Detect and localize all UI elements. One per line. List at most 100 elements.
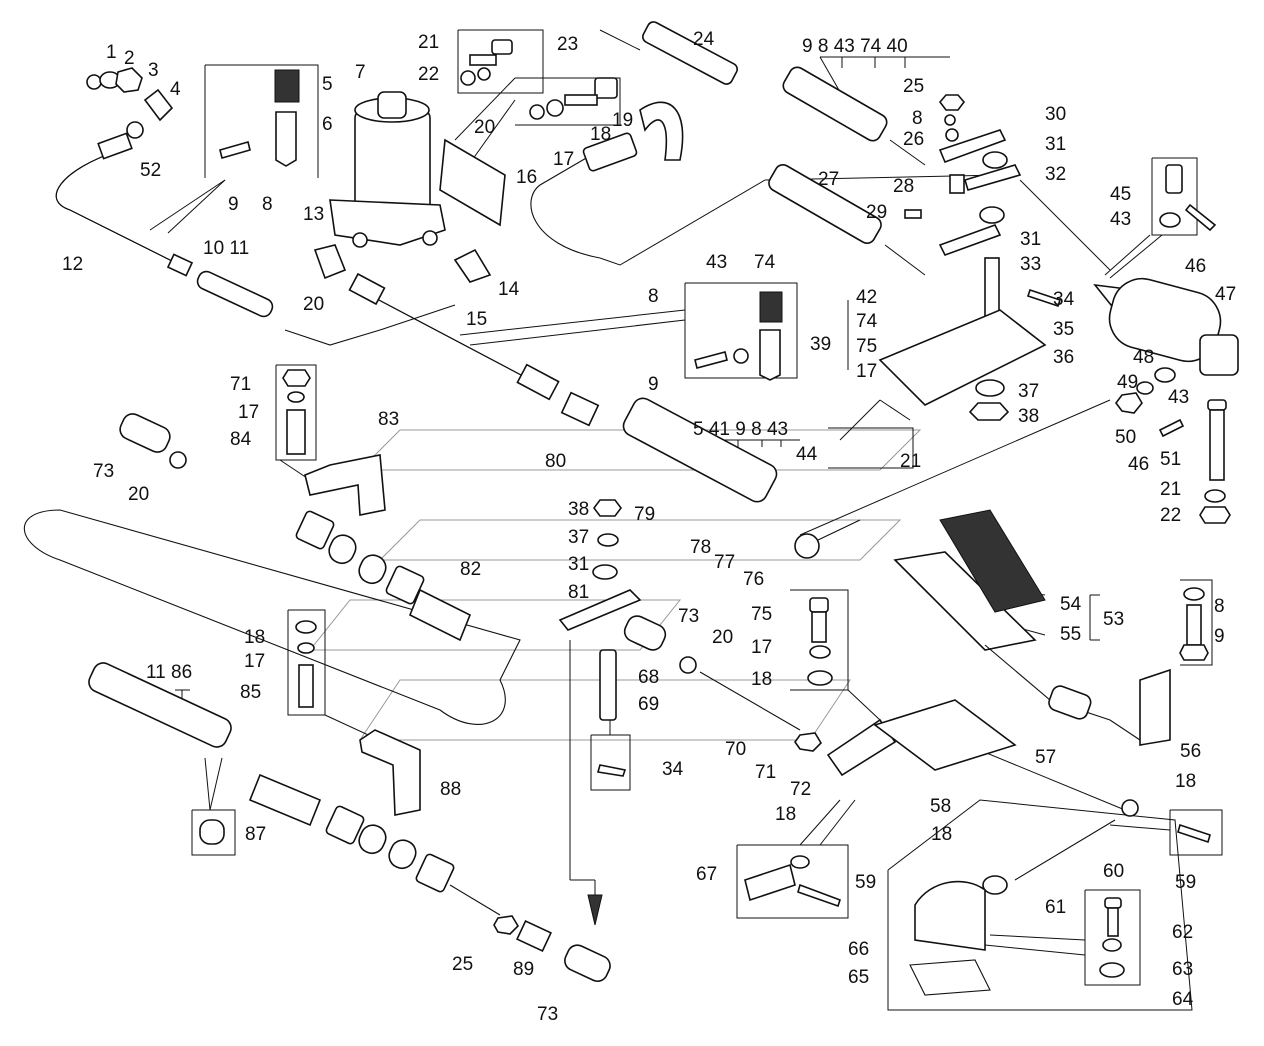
callout-label: 30 bbox=[1045, 104, 1066, 125]
callout-label: 27 bbox=[818, 169, 839, 190]
callout-label: 36 bbox=[1053, 347, 1074, 368]
callout-label: 83 bbox=[378, 409, 399, 430]
callout-label: 43 bbox=[1168, 387, 1189, 408]
callout-label: 74 bbox=[856, 311, 878, 332]
callout-label: 46 bbox=[1128, 454, 1149, 475]
callout-label: 73 bbox=[93, 461, 114, 482]
callout-label: 5 bbox=[322, 74, 333, 95]
callout-label: 43 bbox=[1110, 209, 1131, 230]
callout-label: 44 bbox=[796, 444, 818, 465]
callout-label: 19 bbox=[612, 110, 633, 131]
callout-label: 15 bbox=[466, 309, 487, 330]
callout-label: 13 bbox=[303, 204, 324, 225]
callout-label: 16 bbox=[516, 167, 537, 188]
callout-label: 10 11 bbox=[203, 238, 249, 259]
callout-label: 4 bbox=[170, 79, 181, 100]
callout-label: 8 bbox=[648, 286, 659, 307]
callout-label: 18 bbox=[244, 627, 265, 648]
callout-label: 73 bbox=[678, 606, 699, 627]
callout-label: 33 bbox=[1020, 254, 1041, 275]
callout-label: 23 bbox=[557, 34, 578, 55]
callout-labels: 1 2 3 4 5 6 7 8 9 52 12 10 11 13 14 15 1… bbox=[62, 29, 1236, 1025]
callout-label: 56 bbox=[1180, 741, 1201, 762]
callout-label: 84 bbox=[230, 429, 252, 450]
callout-label: 75 bbox=[856, 336, 877, 357]
callout-label: 52 bbox=[140, 160, 161, 181]
callout-label: 88 bbox=[440, 779, 461, 800]
callout-label: 9 bbox=[228, 194, 239, 215]
callout-label: 72 bbox=[790, 779, 811, 800]
callout-label: 77 bbox=[714, 552, 735, 573]
callout-label: 20 bbox=[128, 484, 149, 505]
callout-label: 46 bbox=[1185, 256, 1206, 277]
callout-label: 82 bbox=[460, 559, 481, 580]
callout-label: 25 bbox=[903, 76, 924, 97]
callout-label: 55 bbox=[1060, 624, 1081, 645]
callout-label: 18 bbox=[1175, 771, 1196, 792]
callout-label: 59 bbox=[1175, 872, 1196, 893]
callout-label: 29 bbox=[866, 202, 887, 223]
callout-label: 17 bbox=[244, 651, 265, 672]
callout-label: 28 bbox=[893, 176, 914, 197]
callout-label: 49 bbox=[1117, 372, 1138, 393]
callout-label: 87 bbox=[245, 824, 266, 845]
callout-label: 20 bbox=[303, 294, 324, 315]
callout-label: 42 bbox=[856, 287, 877, 308]
callout-label: 71 bbox=[230, 374, 251, 395]
callout-label: 48 bbox=[1133, 347, 1154, 368]
callout-label: 47 bbox=[1215, 284, 1236, 305]
callout-label: 68 bbox=[638, 667, 659, 688]
part-shapes bbox=[23, 21, 1239, 996]
callout-label: 26 bbox=[903, 129, 924, 150]
callout-label: 17 bbox=[238, 402, 259, 423]
callout-label: 38 bbox=[1018, 406, 1039, 427]
callout-label: 63 bbox=[1172, 959, 1193, 980]
callout-label: 78 bbox=[690, 537, 711, 558]
callout-label: 1 bbox=[106, 42, 117, 63]
callout-label: 69 bbox=[638, 694, 659, 715]
callout-label: 50 bbox=[1115, 427, 1136, 448]
callout-label: 20 bbox=[712, 627, 733, 648]
callout-label: 31 bbox=[1045, 134, 1066, 155]
callout-label: 31 bbox=[1020, 229, 1041, 250]
callout-label: 67 bbox=[696, 864, 717, 885]
callout-label: 43 bbox=[706, 252, 727, 273]
callout-label: 66 bbox=[848, 939, 869, 960]
callout-label: 51 bbox=[1160, 449, 1181, 470]
callout-label: 81 bbox=[568, 582, 589, 603]
callout-label: 22 bbox=[418, 64, 439, 85]
callout-label: 59 bbox=[855, 872, 876, 893]
callout-label: 8 bbox=[1214, 596, 1225, 617]
callout-label: 75 bbox=[751, 604, 772, 625]
callout-label: 24 bbox=[693, 29, 715, 50]
callout-label: 76 bbox=[743, 569, 764, 590]
callout-label: 9 8 43 74 40 bbox=[802, 36, 908, 57]
callout-label: 34 bbox=[662, 759, 684, 780]
callout-label: 11 86 bbox=[146, 662, 192, 683]
callout-label: 14 bbox=[498, 279, 520, 300]
callout-label: 32 bbox=[1045, 164, 1066, 185]
callout-label: 18 bbox=[751, 669, 772, 690]
callout-label: 25 bbox=[452, 954, 473, 975]
callout-label: 38 bbox=[568, 499, 589, 520]
callout-label: 9 bbox=[1214, 626, 1225, 647]
callout-label: 37 bbox=[568, 527, 589, 548]
callout-label: 65 bbox=[848, 967, 869, 988]
callout-label: 22 bbox=[1160, 505, 1181, 526]
callout-label: 53 bbox=[1103, 609, 1124, 630]
callout-label: 17 bbox=[553, 149, 574, 170]
callout-label: 61 bbox=[1045, 897, 1066, 918]
callout-label: 34 bbox=[1053, 289, 1075, 310]
callout-label: 20 bbox=[474, 117, 495, 138]
callout-label: 64 bbox=[1172, 989, 1194, 1010]
callout-label: 5 41 9 8 43 bbox=[693, 419, 788, 440]
callout-label: 74 bbox=[754, 252, 776, 273]
callout-label: 21 bbox=[900, 451, 921, 472]
callout-label: 18 bbox=[931, 824, 952, 845]
callout-label: 12 bbox=[62, 254, 83, 275]
callout-label: 45 bbox=[1110, 184, 1131, 205]
callout-label: 39 bbox=[810, 334, 831, 355]
callout-label: 7 bbox=[355, 62, 366, 83]
